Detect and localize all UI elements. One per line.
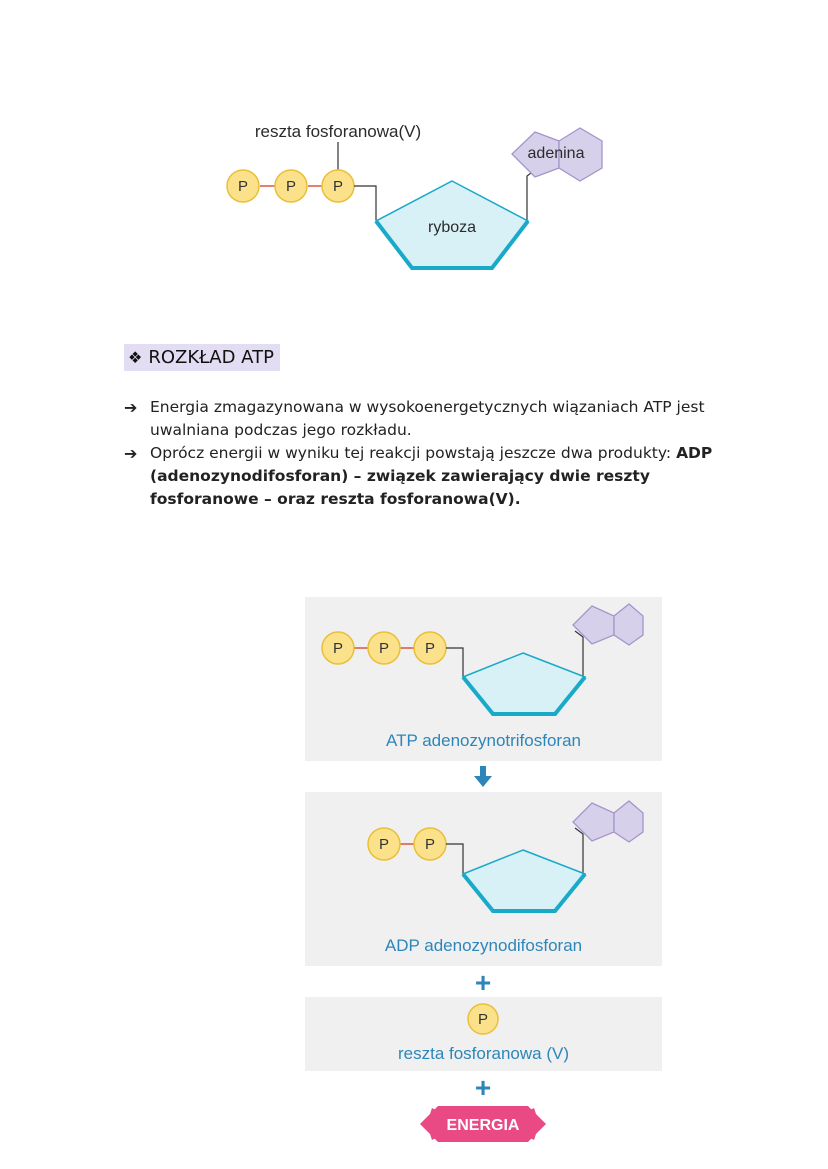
adenine-rings: adenina [511, 127, 603, 182]
phosphate-group: P [413, 631, 447, 665]
phosphate-group: P [367, 631, 401, 665]
phosphate-group: P [274, 169, 308, 203]
atp-molecule-icon: P P P [321, 603, 644, 716]
phosphate-group: P [321, 169, 355, 203]
phosphate-icon: P [467, 1003, 499, 1035]
arrow-down-icon [474, 766, 492, 787]
phosphate-group: P [367, 827, 401, 861]
svg-text:P: P [333, 178, 343, 195]
svg-text:P: P [425, 836, 435, 853]
svg-text:ryboza: ryboza [428, 219, 476, 236]
svg-text:P: P [238, 178, 248, 195]
ribose-pentagon: ryboza [374, 180, 530, 270]
phosphate-panel: P reszta fosforanowa (V) [305, 997, 662, 1071]
phosphate-group: P [321, 631, 355, 665]
energy-badge: ENERGIA [420, 1106, 546, 1142]
plus-sign: + [474, 1072, 492, 1103]
adp-panel: P P ADP adenozynodifosforan [305, 792, 662, 966]
phosphate-label: reszta fosforanowa(V) [255, 122, 421, 141]
plus-sign: + [474, 967, 492, 998]
phosphate-group: P [226, 169, 260, 203]
section-heading: ❖ ROZKŁAD ATP [124, 344, 280, 371]
atp-caption: ATP adenozynotrifosforan [386, 731, 581, 750]
atp-panel: P P P ATP adenozynotrifosforan [305, 597, 662, 761]
bullet-text: Oprócz energii w wyniku tej reakcji pows… [150, 444, 677, 462]
svg-text:P: P [379, 836, 389, 853]
heading-text: ROZKŁAD ATP [148, 347, 274, 368]
bullet-list: ➔ Energia zmagazynowana w wysokoenergety… [124, 396, 744, 511]
bullet-text: Energia zmagazynowana w wysokoenergetycz… [150, 398, 705, 439]
svg-text:P: P [478, 1011, 488, 1028]
svg-text:P: P [333, 640, 343, 657]
adp-caption: ADP adenozynodifosforan [384, 936, 583, 955]
bullet-item: ➔ Oprócz energii w wyniku tej reakcji po… [124, 442, 744, 511]
energy-label: ENERGIA [447, 1117, 520, 1134]
phosphate-group: P [413, 827, 447, 861]
phosphate-caption: reszta fosforanowa (V) [397, 1044, 569, 1063]
svg-text:P: P [425, 640, 435, 657]
svg-text:adenina: adenina [528, 145, 585, 162]
bullet-item: ➔ Energia zmagazynowana w wysokoenergety… [124, 396, 744, 442]
svg-text:P: P [379, 640, 389, 657]
arrow-icon: ➔ [124, 444, 138, 463]
bullet-text-bold: ADP (adenozynodifosforan) – związek zawi… [150, 444, 713, 508]
diamond-bullet-icon: ❖ [128, 348, 143, 367]
adp-molecule-icon: P P [367, 800, 644, 913]
atp-structure-diagram: reszta fosforanowa(V) P P P ryboza adeni… [226, 122, 603, 270]
svg-text:P: P [286, 178, 296, 195]
arrow-icon: ➔ [124, 398, 138, 417]
